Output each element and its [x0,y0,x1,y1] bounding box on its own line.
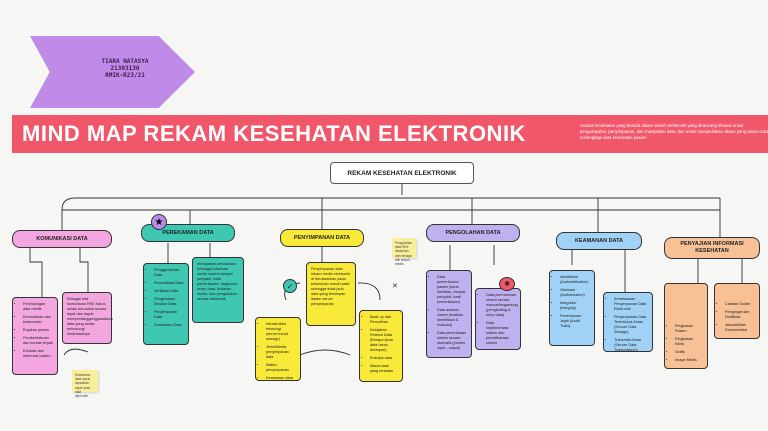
list-item: Penelusuran Jejak (Audit Trails) [560,314,590,329]
list-item: Integritas (Integrity) [560,301,590,311]
list-item: Verifikasi Data [154,289,184,294]
star-icon: ★ [151,214,167,230]
page-description: catatan kesehatan yang berada dalam sist… [580,123,768,140]
sticky-note-mid: Pengolahan data RKE dilakukan oleh tenag… [392,238,416,266]
list-item: Data pemeriksaan pasien (kartu identitas… [437,275,467,305]
penyimpanan-note: Penyimpanan data rekam medis elektronik … [306,262,356,326]
title-banner: MIND MAP REKAM KESEHATAN ELEKTRONIK cata… [12,115,768,153]
category-penyimpanan: PENYIMPANAN DATA [280,229,364,247]
keamanan-list-left: Identifikasi (Authentification) Otorisas… [549,270,595,346]
list-item: Rujukan pasien [23,328,53,333]
list-item: Edukasi dan informasi pasien [23,349,53,359]
sticky-note-left: Keamanan data harus dipastikan sejak awa… [72,370,98,398]
keamanan-list-right: Kerahasiaan Penyimpanan Data Elektronik … [603,292,653,352]
list-item: Catatan Dokter [725,302,755,307]
perekaman-note: merupakan pencatatan berbagai informasi … [192,257,244,323]
author-name: TIARA NATASYA [101,58,149,65]
category-perekaman: PEREKAMAN DATA [141,224,235,242]
penyimpanan-list-right: Back up dan Pemulihan Kebijakan Retensi … [359,310,403,382]
check-icon: ✓ [283,279,297,293]
list-item: Data pemrosesan sistem secara manual/ter… [486,293,518,318]
pengolahan-list-left: Data pemeriksaan pasien (kartu identitas… [426,270,472,358]
list-item: Transmisi Aman (Secure Data Transmission… [614,338,648,353]
list-item: Kemudahan dan keakuratan [23,315,53,325]
perekaman-list: Penggumpulan Data Pemvalidasi Data Verif… [143,263,189,345]
list-item: Penyimpanan Data Terenkripsi Aman (Secur… [614,315,648,335]
root-node: REKAM KESEHATAN ELEKTRONIK [330,162,474,184]
list-item: Perlindungan data medis [23,302,53,312]
penyajian-list-right: Catatan Dokter Pengingat dan Notifikasi … [714,283,760,339]
list-item: Keamanan Data [154,323,184,328]
list-item: Aksesibilitas Dokumentasi [725,323,755,333]
list-item: Kebijakan Retensi Data (Berapa lama data… [370,328,398,353]
list-item: Data implementasi sistem dan pemeliharaa… [486,321,516,346]
penyajian-list-left: Ringkasan Pasien Ringkasan Klinis Grafik… [664,283,708,369]
list-item: Ringkasan Pasien [675,324,703,334]
list-item: Enkripsi data [370,356,398,361]
list-item: Kerahasiaan Penyimpanan Data Elektronik [614,297,648,312]
category-komunikasi: KOMUNIKASI DATA [12,230,112,248]
penyimpanan-list-left: Infrastruktur teknologi (server/cloud st… [255,317,301,381]
list-item: Data analisis sistem (kualitas identifik… [437,308,467,328]
list-item: Penggumpulan Data [154,268,184,278]
pengolahan-list-right: Data pemrosesan sistem secara manual/ter… [475,288,521,350]
list-item: Penyimpanan Data [154,310,184,320]
list-item: Back up dan Pemulihan [370,315,398,325]
x-mark-icon: ✕ [392,283,398,290]
author-badge: TIARA NATASYA 21303130 RMIK-R23/21 [30,36,195,108]
author-id: 21303130 [110,65,140,72]
author-class: RMIK-R23/21 [105,72,145,79]
list-item: Image Medis [675,358,703,363]
list-item: Infrastruktur teknologi (server/cloud st… [266,322,296,342]
list-item: Otorisasi (Authorization) [560,288,590,298]
category-pengolahan: PENGOLAHAN DATA [426,224,520,242]
list-item: Waktu penyimpanan [266,363,296,373]
list-item: Pengingat dan Notifikasi [725,310,755,320]
list-item: Akses data yang terbatas [370,364,398,374]
page-title: MIND MAP REKAM KESEHATAN ELEKTRONIK [22,121,526,146]
list-item: Ringkasan Klinis [675,337,703,347]
list-item: Grafik [675,350,703,355]
list-item: Pemvalidasi Data [154,281,184,286]
list-item: Pemberitahuan dan kontak terjadi [23,336,53,346]
list-item: Jenis/Media penyimpanan data [266,345,296,360]
list-item: Keamanan data [266,376,296,381]
list-item: Data penerimaan sistem secara otomatis (… [437,331,467,351]
komunikasi-list: Perlindungan data medis Kemudahan dan ke… [12,297,58,375]
komunikasi-note: Sebagai alat komunikasi RKE harus selalu… [62,292,113,344]
category-keamanan: KEAMANAN DATA [556,232,642,250]
list-item: Identifikasi (Authentification) [560,275,590,285]
brain-icon: ✺ [499,277,515,291]
category-penyajian: PENYAJIAN INFORMASI KESEHATAN [664,237,760,259]
list-item: Pengelolaan Struktur Data [154,297,184,307]
